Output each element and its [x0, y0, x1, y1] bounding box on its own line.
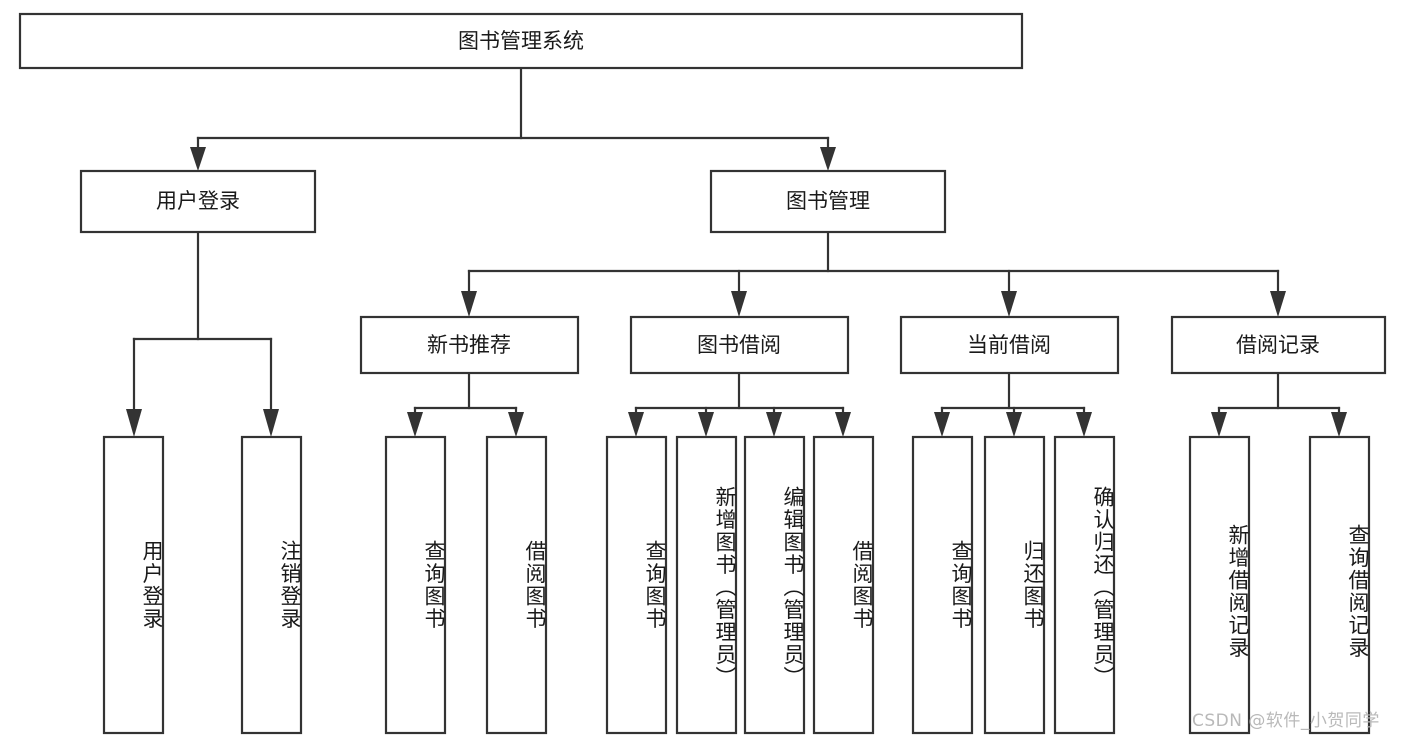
node-label-book-borrow: 图书借阅: [697, 333, 781, 357]
arrow-to-current-borrow: [1001, 291, 1017, 317]
node-box-leaf-logout[interactable]: [240, 435, 303, 735]
node-box-leaf-query-book-cur[interactable]: [911, 435, 974, 735]
arrow-to-book-borrow: [731, 291, 747, 317]
arrow-to-leaf-query-book-borrow: [628, 412, 644, 437]
node-box-leaf-query-book-rec[interactable]: [384, 435, 447, 735]
node-box-leaf-query-record[interactable]: [1308, 435, 1371, 735]
arrow-to-leaf-logout: [263, 409, 279, 437]
node-box-user-login[interactable]: [79, 169, 317, 234]
node-box-leaf-borrow-book[interactable]: [812, 435, 875, 735]
arrow-to-leaf-borrow-book: [835, 412, 851, 437]
node-box-leaf-query-book-borrow[interactable]: [605, 435, 668, 735]
arrow-to-leaf-edit-book: [766, 412, 782, 437]
node-label-current-borrow: 当前借阅: [967, 333, 1051, 357]
node-box-root[interactable]: [18, 12, 1024, 70]
node-box-leaf-edit-book[interactable]: [743, 435, 806, 735]
arrow-to-book-manage: [820, 147, 836, 171]
node-box-leaf-confirm-return[interactable]: [1053, 435, 1116, 735]
node-box-leaf-add-book[interactable]: [675, 435, 738, 735]
node-label-borrow-record: 借阅记录: [1236, 333, 1320, 357]
node-box-book-borrow[interactable]: [629, 315, 850, 375]
node-label-new-book-recommend: 新书推荐: [427, 333, 511, 357]
node-label-user-login: 用户登录: [156, 189, 240, 213]
node-box-borrow-record[interactable]: [1170, 315, 1387, 375]
node-box-leaf-return-book[interactable]: [983, 435, 1046, 735]
arrow-to-new-book-recommend: [461, 291, 477, 317]
node-label-root: 图书管理系统: [458, 29, 584, 53]
node-label-book-manage: 图书管理: [786, 189, 870, 213]
arrow-to-leaf-query-record: [1331, 412, 1347, 437]
arrow-to-leaf-query-book-rec: [407, 412, 423, 437]
node-box-new-book-recommend[interactable]: [359, 315, 580, 375]
connectors-group: [126, 66, 1347, 437]
arrow-to-leaf-confirm-return: [1076, 412, 1092, 437]
arrow-to-borrow-record: [1270, 291, 1286, 317]
node-box-current-borrow[interactable]: [899, 315, 1120, 375]
node-box-leaf-add-record[interactable]: [1188, 435, 1251, 735]
node-box-leaf-user-login[interactable]: [102, 435, 165, 735]
arrow-to-user-login: [190, 147, 206, 171]
node-box-leaf-borrow-book-rec[interactable]: [485, 435, 548, 735]
arrow-to-leaf-add-book: [698, 412, 714, 437]
arrow-to-leaf-add-record: [1211, 412, 1227, 437]
nodes-group: 图书管理系统 用户登录 图书管理 新书推荐 图书借阅 当前借阅 借阅记录: [18, 12, 1387, 735]
arrow-to-leaf-borrow-book-rec: [508, 412, 524, 437]
node-box-book-manage[interactable]: [709, 169, 947, 234]
csdn-watermark: CSDN @软件_小贺同学: [1192, 711, 1380, 731]
arrow-to-leaf-return-book: [1006, 412, 1022, 437]
arrow-to-leaf-query-book-cur: [934, 412, 950, 437]
arrow-to-leaf-user-login: [126, 409, 142, 437]
